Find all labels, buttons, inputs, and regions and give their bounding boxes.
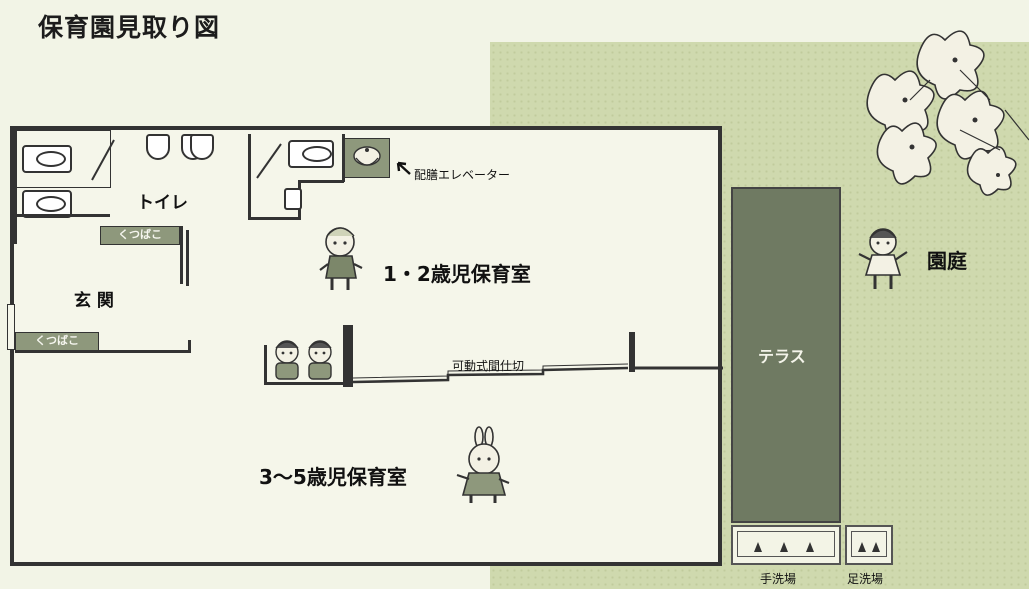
accessible-wall-5 <box>342 134 345 182</box>
urinal-fixture-3 <box>190 134 214 160</box>
entrance-wall-right-2 <box>186 230 189 286</box>
foot-faucet-icons <box>858 542 880 552</box>
accessible-toilet-fixture <box>288 140 334 168</box>
foot-wash-label: 足洗場 <box>847 572 884 586</box>
accessible-wall-2 <box>248 217 300 220</box>
partition-left-box <box>264 345 267 385</box>
entrance-wall-right <box>180 226 183 284</box>
terrace-label: テラス <box>758 347 806 366</box>
partition-column <box>343 325 353 387</box>
shoe-box-lower: くつばこ <box>15 332 99 351</box>
toilet-door-1 <box>91 139 115 181</box>
arrow-icon <box>396 161 411 175</box>
faucet-icons <box>754 542 814 552</box>
toilet-label: トイレ <box>137 193 188 213</box>
rabbit-character-icon <box>456 426 510 503</box>
preschool-room-label: 3～5歳児保育室 <box>259 465 407 489</box>
elevator-label: 配膳エレベーター <box>414 168 511 182</box>
infant-room-label: 1・2歳児保育室 <box>383 262 531 286</box>
accessible-wall-1 <box>248 134 251 219</box>
entrance-label: 玄 関 <box>74 291 114 311</box>
accessible-wall-4 <box>298 180 344 183</box>
toilet-fixture-2 <box>22 190 72 218</box>
children-pair-icon <box>275 340 332 380</box>
entrance-door-post <box>7 304 15 350</box>
accessible-toilet-door <box>256 143 282 179</box>
entrance-wall-lower <box>15 350 191 353</box>
garden-label: 園庭 <box>927 249 967 273</box>
cherry-blossom-icon <box>866 30 1029 196</box>
girl-character-icon <box>858 228 908 289</box>
toilet-wall-side <box>14 130 17 244</box>
cooking-pot-icon <box>353 146 381 166</box>
foot-wash-inner <box>851 531 887 557</box>
urinal-fixture-1 <box>146 134 170 160</box>
child-character-icon <box>319 227 363 290</box>
toilet-wall-bottom <box>14 214 110 217</box>
terrace-area <box>731 187 841 523</box>
movable-partition <box>352 332 723 384</box>
accessible-sink-icon <box>284 188 302 210</box>
partition-box-bottom <box>264 382 346 385</box>
hand-wash-inner <box>737 531 835 557</box>
partition-label: 可動式間仕切 <box>452 359 525 373</box>
page-title: 保育園見取り図 <box>38 13 221 42</box>
hand-wash-label: 手洗場 <box>760 572 797 586</box>
toilet-fixture-1 <box>22 145 72 173</box>
entrance-wall-lower-end <box>188 340 191 353</box>
shoe-box-upper: くつばこ <box>100 226 180 245</box>
